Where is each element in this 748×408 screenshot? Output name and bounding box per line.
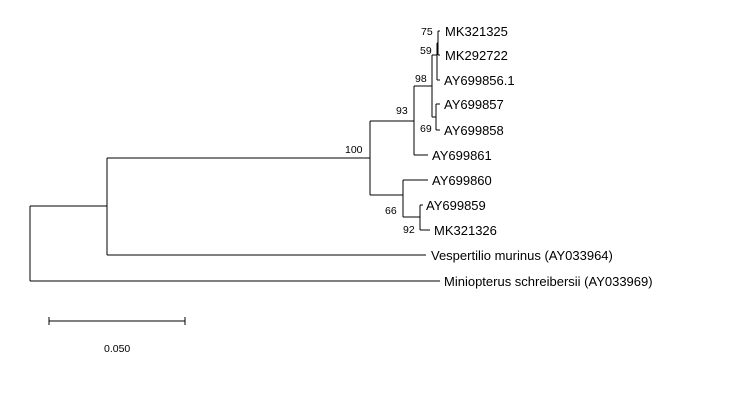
support-value: 75 [421, 26, 433, 38]
taxon-label: MK321326 [434, 223, 497, 238]
support-value: 92 [403, 224, 415, 236]
taxon-label: AY699857 [444, 97, 504, 112]
taxon-label: AY699856.1 [444, 73, 515, 88]
scale-bar: 0.050 [48, 317, 186, 355]
support-value: 93 [396, 105, 408, 117]
taxon-labels: MK321325 MK292722 AY699856.1 AY699857 AY… [426, 24, 653, 289]
support-values: 75 59 98 93 69 100 66 92 [345, 26, 433, 236]
support-value: 69 [420, 123, 432, 135]
scale-bar-label: 0.050 [104, 343, 130, 355]
support-value: 100 [345, 144, 363, 156]
taxon-label: AY699860 [432, 173, 492, 188]
support-value: 66 [385, 205, 397, 217]
tree-branches [29, 30, 440, 282]
taxon-label: AY699861 [432, 148, 492, 163]
taxon-label: Vespertilio murinus (AY033964) [431, 248, 613, 263]
support-value: 98 [415, 73, 427, 85]
taxon-label: Miniopterus schreibersii (AY033969) [444, 274, 653, 289]
taxon-label: MK292722 [445, 48, 508, 63]
taxon-label: AY699859 [426, 198, 486, 213]
taxon-label: AY699858 [444, 123, 504, 138]
support-value: 59 [420, 45, 432, 57]
taxon-label: MK321325 [445, 24, 508, 39]
